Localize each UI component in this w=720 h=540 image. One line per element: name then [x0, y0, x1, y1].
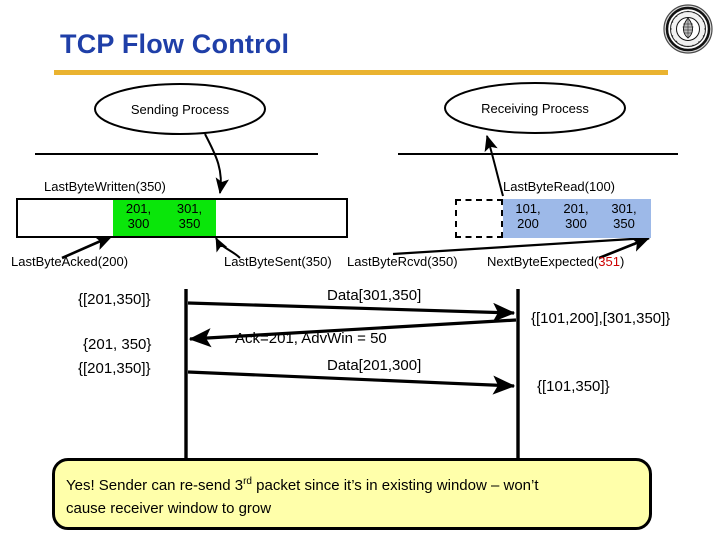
receiver-segment-101-200: 101, 200 [503, 201, 553, 231]
last-byte-read-label: LastByteRead(100) [503, 179, 616, 194]
receiver-buffer-consumed-box [455, 199, 503, 238]
receiver-buffer-data-fill [503, 199, 651, 238]
sender-segment-301-350: 301, 350 [164, 201, 215, 231]
university-seal-logo [663, 4, 713, 54]
receiver-segment-201-300: 201, 300 [551, 201, 601, 231]
last-byte-acked-label: LastByteAcked(200) [11, 254, 129, 269]
receiver-segment-301-350-bottom: 350 [613, 216, 635, 231]
callout-line1-prefix: Yes! Sender can re-send 3 [66, 477, 244, 494]
message-arrow-ack-201[interactable] [188, 318, 517, 348]
sender-segment-201-300-top: 201, [125, 201, 152, 216]
page-title: TCP Flow Control [60, 29, 290, 59]
next-byte-expected-leader [598, 236, 650, 260]
next-byte-expected-value: 351 [598, 254, 620, 269]
receiving-process-ellipse [444, 82, 626, 134]
last-byte-acked-leader [61, 234, 113, 260]
receiver-state-1: {[101,200],[301,350]} [531, 310, 671, 327]
receiving-process-label: Receiving Process [481, 101, 589, 116]
next-byte-expected-prefix: NextByteExpected( [487, 254, 599, 269]
last-byte-written-label: LastByteWritten(350) [44, 179, 166, 194]
last-byte-sent-leader [215, 237, 241, 259]
message-label-data-201-300: Data[201,300] [327, 357, 422, 374]
write-arrow [204, 133, 230, 195]
next-byte-expected-label: NextByteExpected(351) [487, 254, 624, 269]
summary-callout-box [52, 458, 652, 530]
sender-buffer-inflight-fill [113, 200, 216, 236]
receiver-segment-101-200-bottom: 200 [517, 216, 539, 231]
message-label-ack-201: Ack=201, AdvWin = 50 [235, 330, 387, 347]
title-underline-rule [54, 70, 668, 75]
read-arrow [484, 134, 504, 197]
sender-segment-201-300: 201, 300 [113, 201, 164, 231]
callout-line1-ordinal-suffix: rd [243, 476, 252, 487]
last-byte-rcvd-label: LastByteRcvd(350) [347, 254, 458, 269]
sender-state-2: {201, 350} [83, 336, 152, 353]
sending-process-ellipse [94, 83, 266, 135]
summary-callout-text: Yes! Sender can re-send 3rd packet since… [66, 470, 646, 520]
message-label-data-301-350: Data[301,350] [327, 287, 422, 304]
receiver-segment-101-200-top: 101, [515, 201, 541, 216]
receiver-segment-201-300-bottom: 300 [565, 216, 587, 231]
callout-line2: cause receiver window to grow [66, 500, 272, 517]
next-byte-expected-suffix: ) [619, 254, 625, 269]
receiver-segment-201-300-top: 201, [563, 201, 589, 216]
last-byte-sent-label: LastByteSent(350) [224, 254, 332, 269]
sender-state-3: {[201,350]} [78, 360, 151, 377]
last-byte-rcvd-leader [392, 232, 649, 256]
message-arrow-data-201-300[interactable] [187, 370, 516, 395]
callout-line1-rest: packet since it’s in existing window – w… [251, 477, 539, 494]
receiver-segment-301-350: 301, 350 [599, 201, 649, 231]
sender-segment-301-350-top: 301, [176, 201, 203, 216]
receiver-state-2: {[101,350]} [537, 378, 610, 395]
sender-state-1: {[201,350]} [78, 291, 151, 308]
sender-segment-201-300-bottom: 300 [127, 216, 150, 231]
sender-segment-301-350-bottom: 350 [178, 216, 201, 231]
message-arrow-data-301-350[interactable] [187, 301, 516, 322]
sending-process-label: Sending Process [130, 102, 230, 117]
receiver-segment-301-350-top: 301, [611, 201, 637, 216]
